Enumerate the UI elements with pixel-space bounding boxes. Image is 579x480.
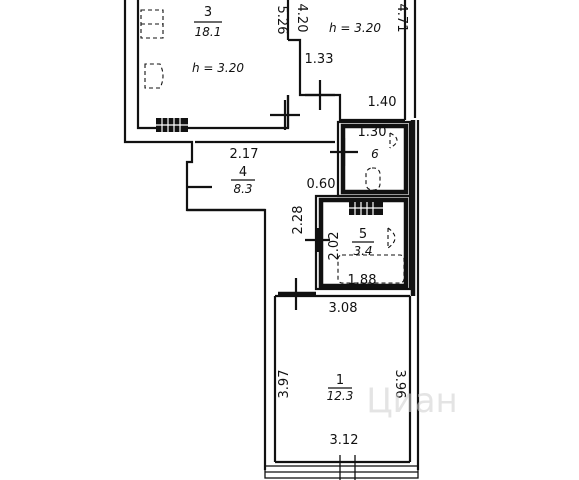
dim-3-12: 3.12 [330, 433, 359, 448]
dim-1-33: 1.33 [305, 52, 334, 67]
watermark-text: Циан [366, 381, 458, 421]
room-1-area: 12.3 [327, 389, 354, 403]
sink-symbol [144, 63, 164, 89]
walls [123, 0, 420, 480]
dim-4-20: 4.20 [294, 4, 309, 33]
dim-2-17: 2.17 [230, 147, 259, 162]
dim-1-40: 1.40 [368, 95, 397, 110]
sink-bath-5-symbol [387, 227, 396, 249]
dim-3-96: 3.96 [392, 370, 407, 399]
dimension-labels: 5.26 4.20 4.71 1.33 1.40 2.17 0.60 2.28 … [230, 4, 409, 448]
washbasin-symbol [389, 132, 398, 149]
dim-4-71: 4.71 [394, 4, 409, 33]
radiator-bath-5 [349, 202, 383, 215]
room-3-height: h = 3.20 [192, 61, 244, 75]
dim-3-08: 3.08 [329, 301, 358, 316]
dim-2-28: 2.28 [291, 206, 306, 235]
dim-3-97: 3.97 [277, 370, 292, 399]
room-4-area: 8.3 [233, 182, 252, 196]
dim-5-26: 5.26 [274, 6, 289, 35]
dim-2-02: 2.02 [327, 232, 342, 261]
room-3-number: 3 [204, 5, 212, 20]
room-6-area: 1.30 [358, 125, 387, 140]
room-labels: 3 18.1 h = 3.20 h = 3.20 4 8.3 1.30 6 5 … [192, 5, 386, 403]
dim-1-88: 1.88 [348, 273, 377, 288]
bathtub-symbol [337, 254, 405, 284]
room-3-area: 18.1 [195, 25, 222, 39]
right-room-height: h = 3.20 [329, 21, 381, 35]
toilet-symbol [365, 167, 381, 191]
room-4-number: 4 [239, 165, 247, 180]
room-1-number: 1 [336, 373, 344, 388]
room-6-number: 6 [371, 147, 379, 161]
stove-symbol [140, 9, 164, 39]
dim-0-60: 0.60 [307, 177, 336, 192]
room-5-area: 3.4 [353, 244, 372, 258]
radiator-room-3 [156, 118, 188, 132]
wall-junctions [187, 80, 358, 310]
room-5-number: 5 [359, 227, 367, 242]
